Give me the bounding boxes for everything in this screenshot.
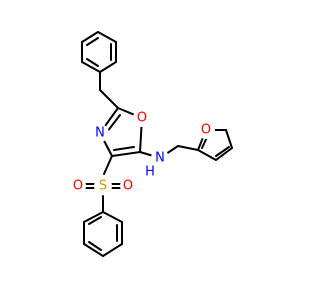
molecule-structure: N O N H O S O O (70, 31, 233, 257)
bond (106, 114, 121, 133)
bond (88, 216, 102, 225)
bond (102, 211, 123, 223)
bond (215, 147, 233, 161)
atom-background (91, 124, 109, 142)
atom-amine-hydrogen: H (145, 165, 155, 180)
atom-background (151, 149, 169, 167)
atom-furan-oxygen: O (201, 123, 211, 138)
bond (83, 211, 104, 223)
bond (99, 61, 117, 73)
atom-oxazole-nitrogen: N (95, 126, 105, 141)
bond (225, 129, 233, 149)
bond (99, 89, 119, 109)
bond (86, 37, 99, 46)
bond (197, 149, 217, 161)
atom-background (133, 109, 151, 127)
atom-background (94, 177, 112, 195)
atom-sulfonyl-oxygen-right: O (123, 179, 133, 194)
atom-sulfur: S (99, 179, 107, 194)
bond (97, 31, 117, 43)
atom-amine-nitrogen: N (155, 151, 165, 166)
bonds (81, 31, 233, 257)
bond (113, 146, 135, 151)
bond (102, 243, 123, 257)
atom-background (120, 178, 136, 194)
bond (103, 155, 113, 175)
atom-background (70, 178, 86, 194)
atom-background (197, 121, 215, 139)
bond (111, 151, 141, 157)
bond (81, 61, 101, 73)
atom-sulfonyl-oxygen-left: O (73, 179, 83, 194)
bond (88, 241, 102, 251)
bond (177, 145, 199, 151)
bond (86, 58, 99, 67)
atom-labels: N O N H O S O O (70, 109, 215, 195)
atom-oxazole-oxygen: O (137, 111, 147, 126)
bond (83, 243, 104, 257)
bond (215, 146, 230, 157)
bond (81, 31, 99, 43)
